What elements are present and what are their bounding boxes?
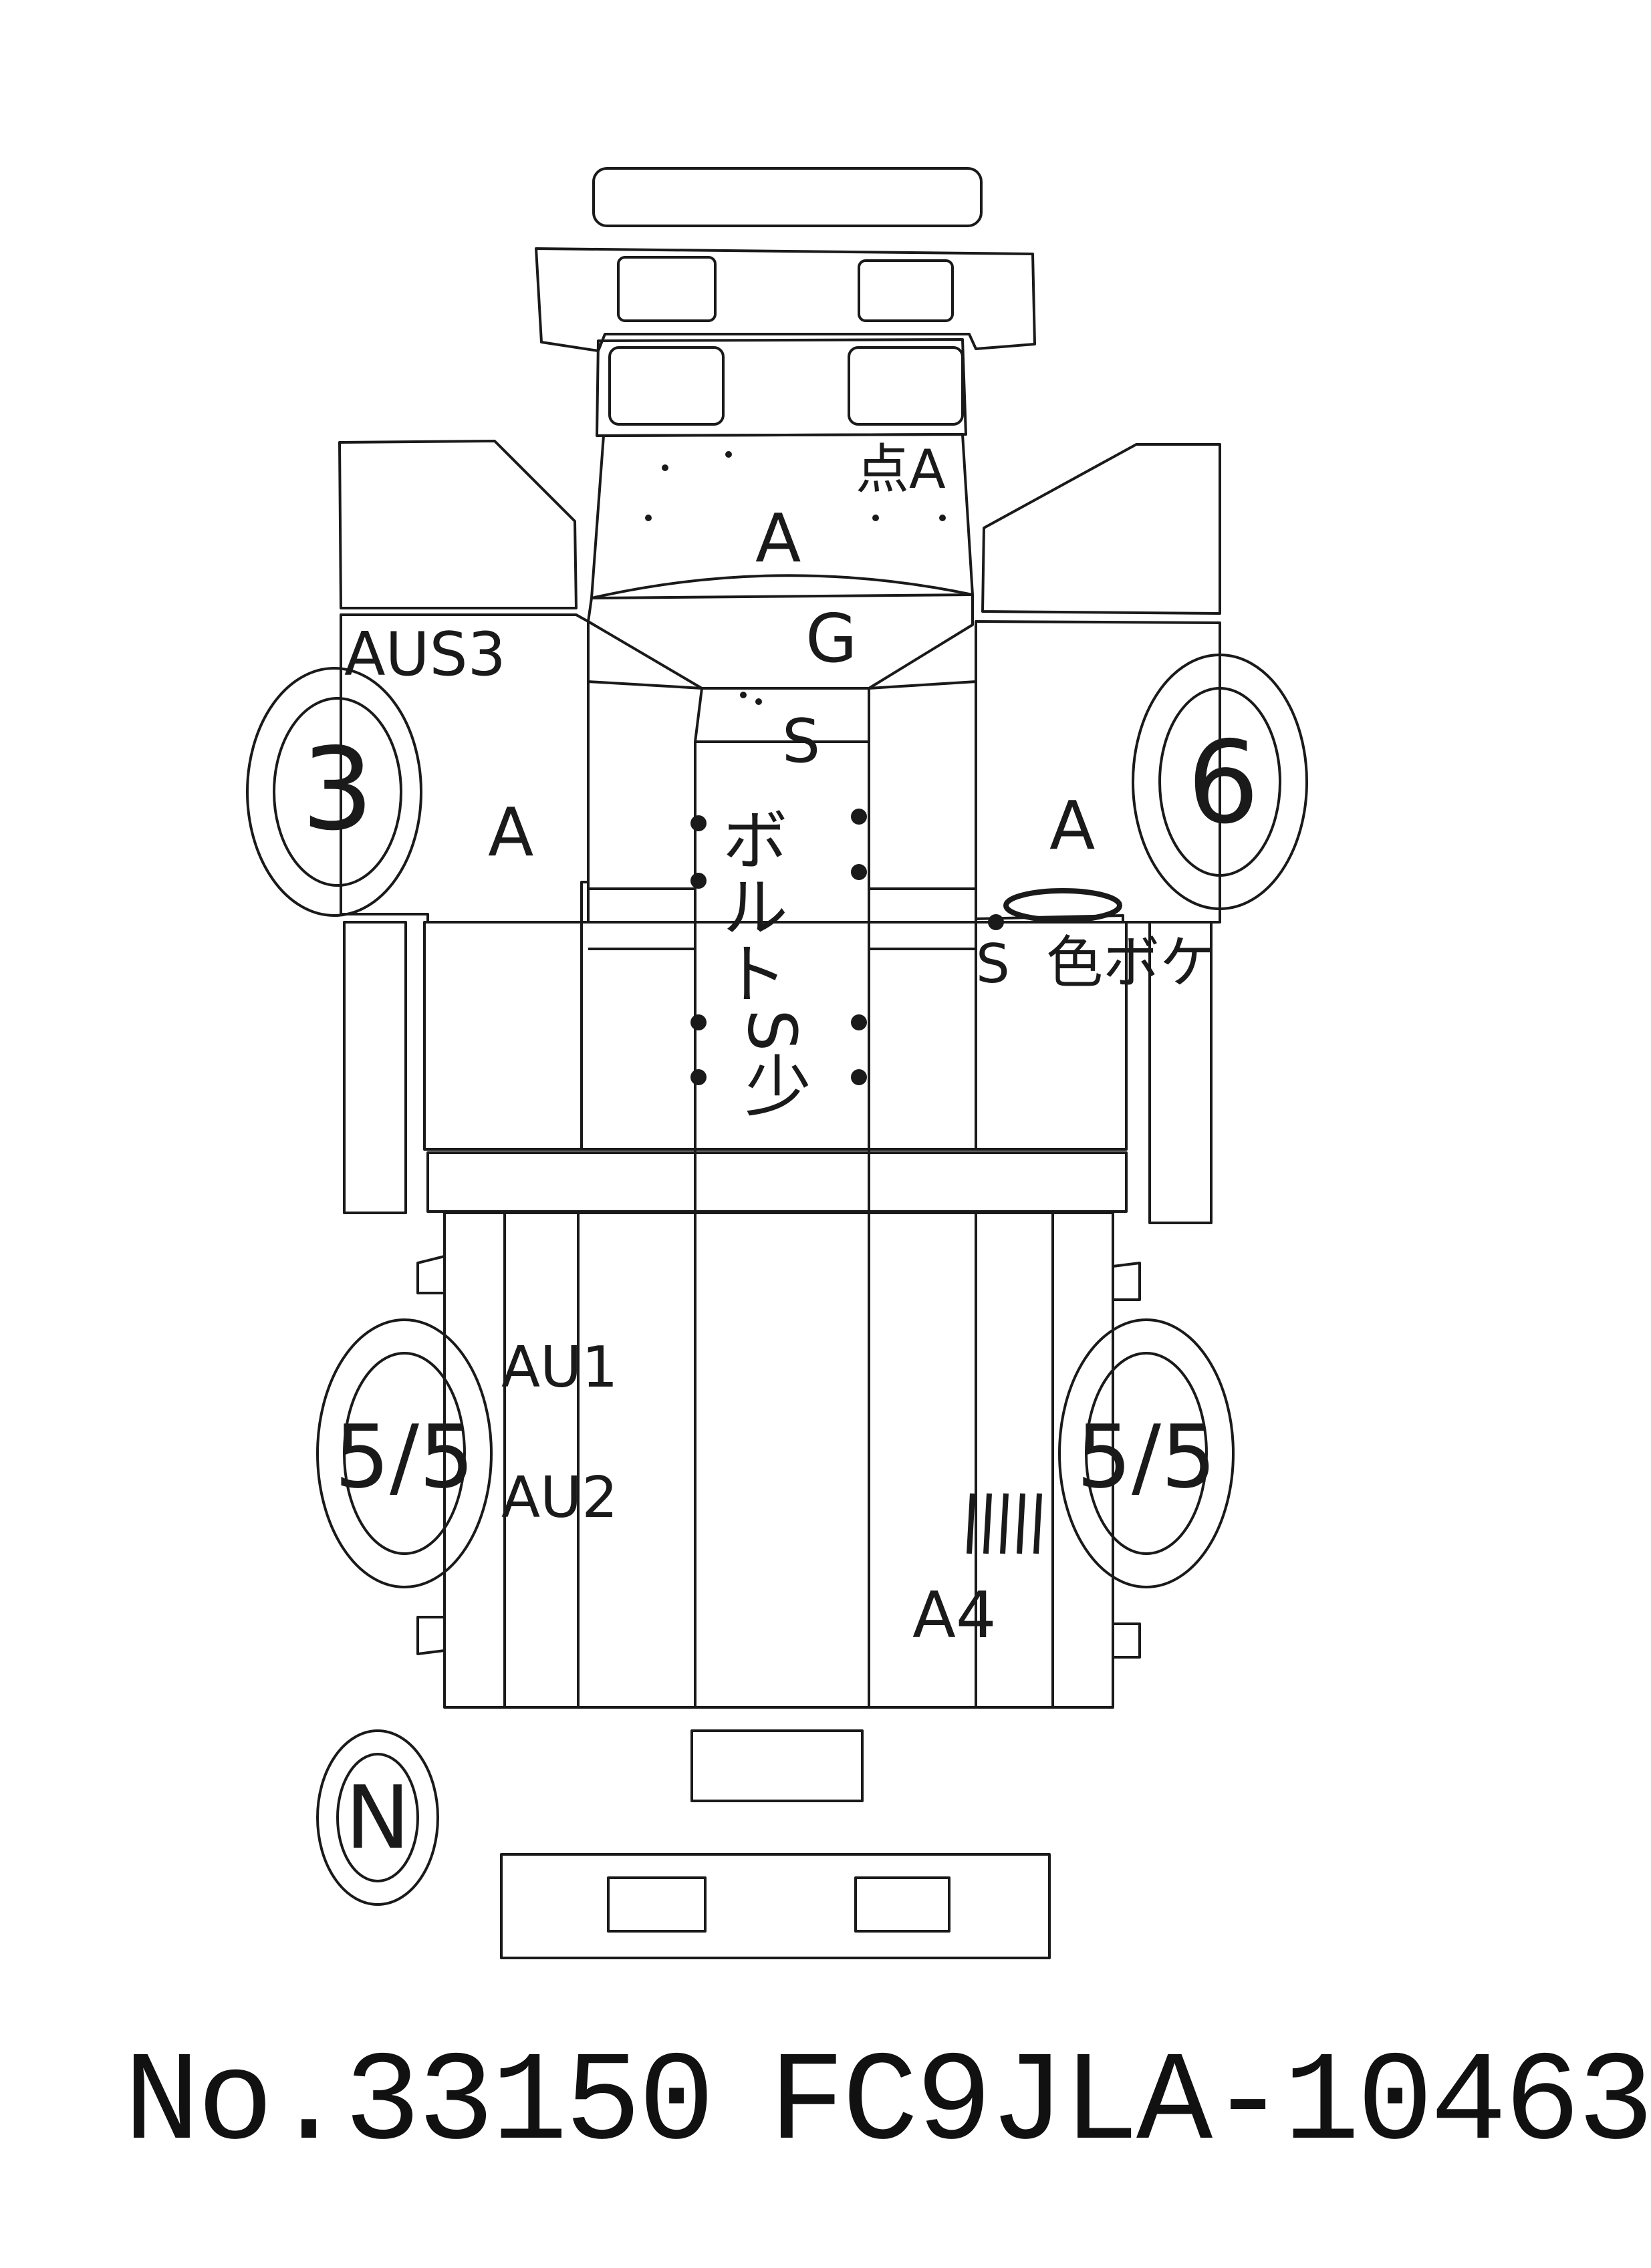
tire-front-left bbox=[246, 667, 422, 917]
tire-spare bbox=[316, 1729, 439, 1906]
right-step-panel bbox=[1148, 921, 1213, 1224]
left-step-panel bbox=[343, 921, 407, 1214]
headlight-left bbox=[617, 256, 717, 322]
scratch-hatch-marks bbox=[967, 1493, 1042, 1554]
cargo-bed bbox=[443, 1212, 1114, 1709]
tire-front-right bbox=[1132, 654, 1308, 910]
bolt-dots bbox=[690, 809, 1004, 1085]
tire-rear-left bbox=[316, 1318, 493, 1588]
rear-light-left bbox=[607, 1876, 707, 1933]
headlight-right bbox=[858, 259, 954, 322]
annotation-rear-right: A4 bbox=[912, 1579, 996, 1653]
damage-oval-mark bbox=[1003, 888, 1122, 923]
windshield-outline bbox=[587, 574, 974, 690]
tire-rear-right bbox=[1058, 1318, 1235, 1588]
annotation-rear-left-lower: AU2 bbox=[501, 1465, 618, 1531]
annotation-hood: A bbox=[755, 499, 801, 577]
tire-label-rear-right: 5/5 bbox=[1076, 1406, 1216, 1508]
front-grille bbox=[535, 247, 1036, 352]
annotation-door-right: A bbox=[1049, 787, 1095, 865]
annotation-center-note-2: S少 bbox=[733, 1009, 811, 1118]
front-window-right bbox=[848, 346, 964, 426]
front-window-left bbox=[608, 346, 725, 426]
annotation-rear-left-upper: AU1 bbox=[501, 1334, 618, 1401]
tire-label-spare: N bbox=[345, 1767, 410, 1868]
annotation-right-side-mark: S bbox=[976, 933, 1010, 995]
tire-label-rear-left: 5/5 bbox=[334, 1406, 474, 1508]
right-upper-fender bbox=[981, 443, 1221, 615]
tire-label-front-right: 6 bbox=[1187, 717, 1259, 849]
chassis-code: FC9JLA-10463 bbox=[769, 2033, 1651, 2176]
annotation-fender-left: AUS3 bbox=[344, 619, 506, 690]
left-upper-fender bbox=[338, 440, 578, 609]
annotation-right-side-note: 色ボケ bbox=[1046, 930, 1217, 996]
annotation-roof-mark: S bbox=[782, 706, 820, 776]
rear-bumper bbox=[500, 1853, 1051, 1959]
roof-center-right bbox=[868, 680, 977, 1151]
annotation-center-note-1: ボルト bbox=[710, 805, 788, 1006]
front-bumper bbox=[592, 167, 983, 227]
rear-light-right bbox=[854, 1876, 950, 1933]
annotation-hood-corner: 点A bbox=[856, 438, 946, 501]
tire-label-front-left: 3 bbox=[301, 724, 374, 856]
cab-front-frame bbox=[596, 338, 967, 437]
chip-dots bbox=[645, 451, 946, 705]
roof-center bbox=[580, 680, 703, 1151]
cross-bar bbox=[426, 1151, 1128, 1213]
annotation-windshield: G bbox=[805, 599, 858, 678]
rear-hitch bbox=[690, 1729, 864, 1802]
annotation-door-left: A bbox=[488, 793, 533, 871]
lot-number: No.33150 bbox=[124, 2033, 715, 2176]
cab-lower bbox=[423, 921, 1128, 1151]
vehicle-inspection-diagram: 点A A G AUS3 S A A ボルト S少 S 色ボケ AU1 AU2 A… bbox=[246, 167, 1308, 1959]
